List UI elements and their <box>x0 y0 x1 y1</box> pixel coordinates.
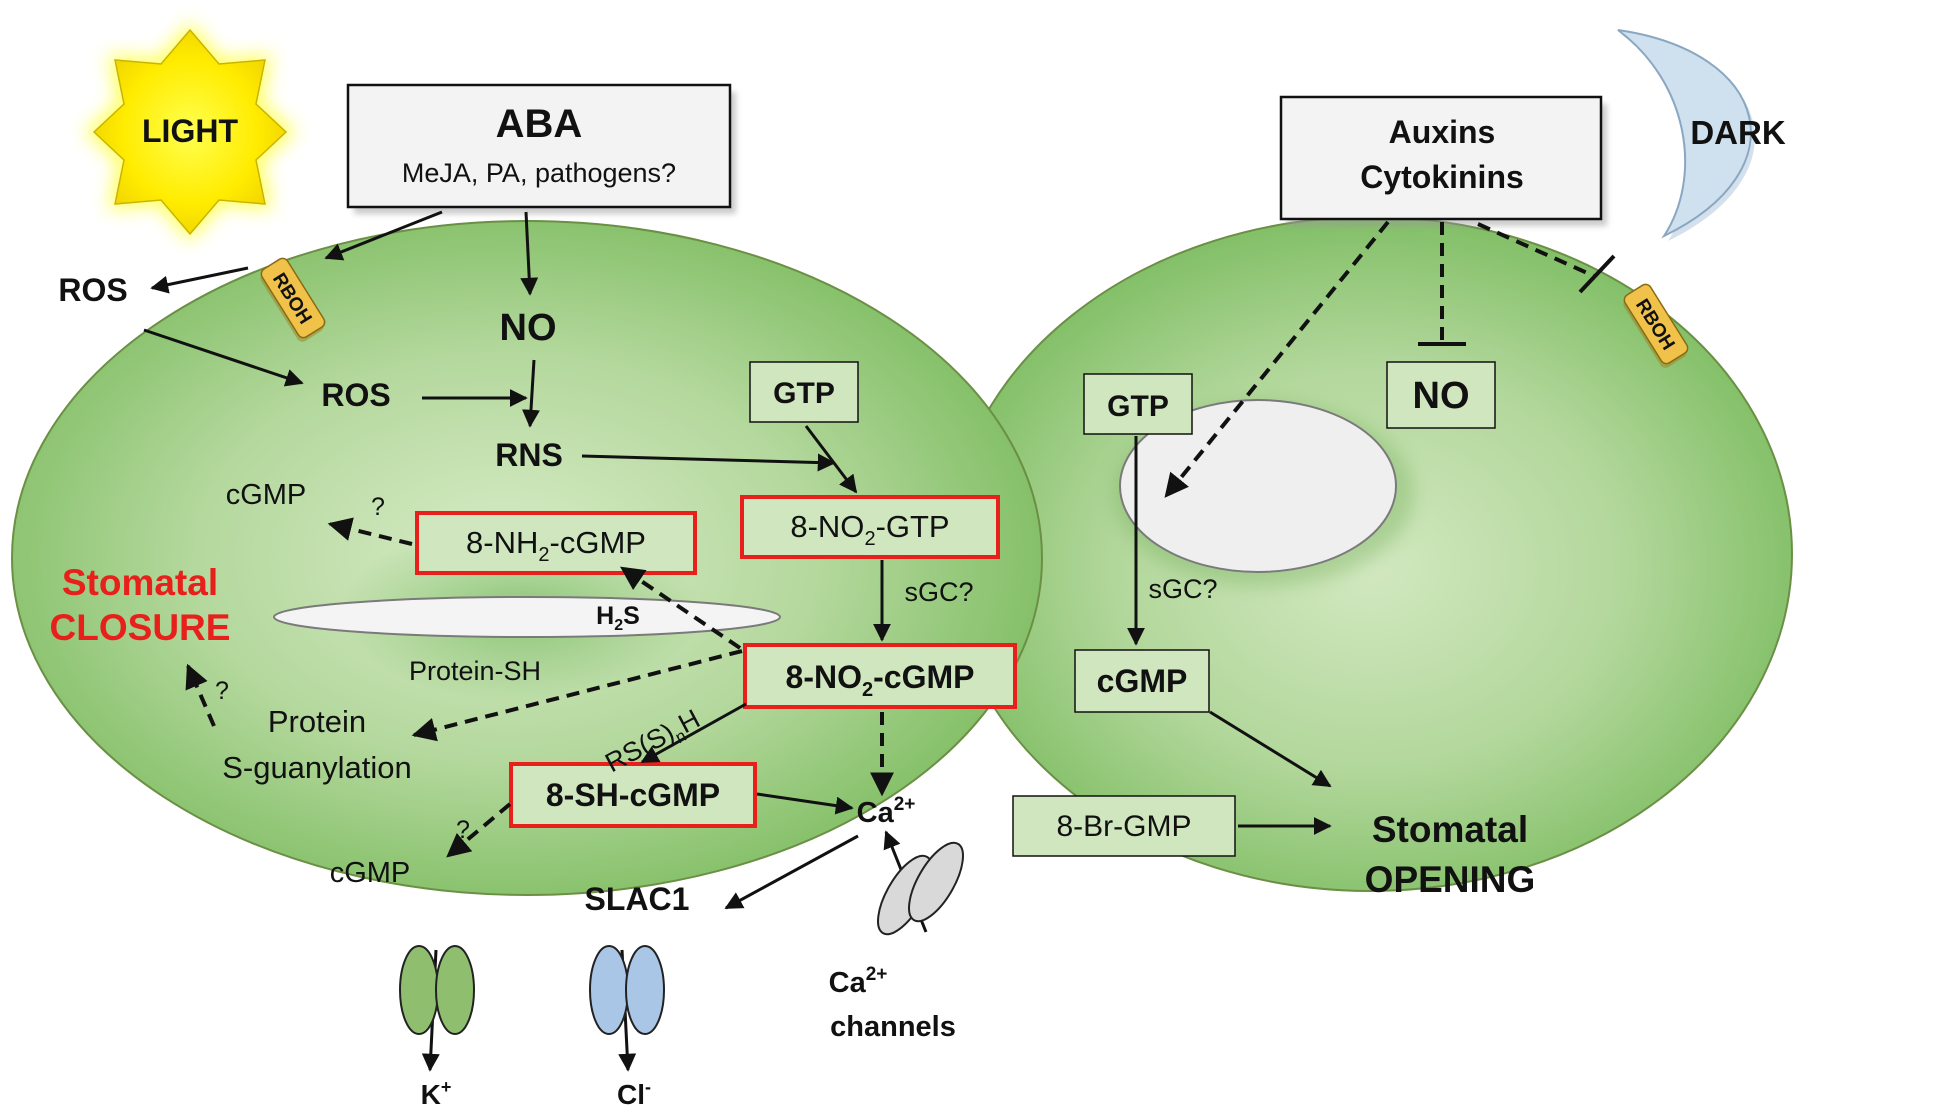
br-gmp-label: 8-Br-GMP <box>1057 810 1192 843</box>
opening-line-2: OPENING <box>1365 859 1536 900</box>
arrow-rns-to-no2gtp <box>581 453 836 472</box>
auxins-label: Auxins <box>1389 114 1496 150</box>
br-gmp-box <box>1012 795 1236 857</box>
arrow-aba-to-no <box>520 211 539 296</box>
no2-cgmp-box <box>743 643 1017 709</box>
no-left-label: NO <box>500 307 557 349</box>
cgmp-box-right <box>1074 649 1210 713</box>
sh-cgmp-box <box>509 762 757 828</box>
s-guanylation-label: S-guanylation <box>222 750 412 785</box>
no2-cgmp-label: 8-NO2-cGMP <box>786 659 975 701</box>
auxins-cytokinins-box: Auxins Cytokinins <box>1279 95 1607 226</box>
aba-title: ABA <box>496 102 583 146</box>
sgc-left-label: sGC? <box>904 577 973 607</box>
closure-line-2: CLOSURE <box>50 607 231 648</box>
arrow-cgmp-to-opening <box>1209 710 1332 788</box>
k-ion-label: K+ <box>421 1077 452 1110</box>
right-dashed-arrows <box>1164 220 1595 498</box>
cgmp-bottom-label: cGMP <box>330 857 411 889</box>
nh2-cgmp-label: 8-NH2-cGMP <box>466 525 646 566</box>
ros-outside-label: ROS <box>58 272 127 308</box>
light-star-icon: LIGHT <box>84 22 296 242</box>
aba-triggers: MeJA, PA, pathogens? <box>402 158 676 188</box>
arrow-protein-to-closure <box>185 663 216 727</box>
arrow-shcgmp-to-cgmp <box>446 802 512 858</box>
ca-channels-label-1: Ca2+ <box>829 964 888 999</box>
h2s-label: H2S <box>596 602 640 634</box>
no-right-label: NO <box>1413 375 1470 417</box>
gtp-box-left <box>749 361 859 423</box>
cgmp-top-label: cGMP <box>226 479 307 511</box>
arrow-no-to-rns <box>521 359 540 428</box>
arrow-gtp-to-no2gtp <box>804 425 858 494</box>
no2-gtp-box <box>740 495 1000 559</box>
dark-moon-icon: DARK <box>1617 29 1786 241</box>
slac1-label: SLAC1 <box>585 881 690 917</box>
cl-channel-icon <box>589 945 665 1035</box>
arrow-rssh-to-shcgmp <box>640 702 747 764</box>
question-mark-1: ? <box>371 493 385 521</box>
protein-label: Protein <box>268 704 366 739</box>
arrow-aba-to-rboh <box>324 210 443 261</box>
opening-line-1: Stomatal <box>1372 809 1528 850</box>
dark-label: DARK <box>1690 114 1785 151</box>
question-mark-2: ? <box>215 677 229 705</box>
arrow-no2cgmp-to-nh2cgmp <box>620 566 742 650</box>
stomatal-pore-left <box>273 596 781 638</box>
sh-cgmp-label: 8-SH-cGMP <box>546 777 720 813</box>
protein-sh-label: Protein-SH <box>409 656 541 686</box>
gtp-right-label: GTP <box>1107 390 1169 423</box>
arrow-ros-to-ros <box>143 328 304 387</box>
k-channel-icon <box>399 945 475 1035</box>
stomatal-pore-right <box>1119 399 1397 573</box>
rns-label: RNS <box>495 437 563 473</box>
arrow-ca-to-slac1 <box>724 834 859 910</box>
arrow-nh2cgmp-to-cgmp <box>327 517 413 546</box>
inhibition-bars <box>1418 254 1616 346</box>
rboh-left-badge: RBOH <box>260 257 326 342</box>
inhibit-auxins-to-rboh <box>1477 222 1595 278</box>
nh2-cgmp-box <box>415 511 697 575</box>
ca-channels-label-2: channels <box>830 1011 956 1043</box>
arrow-no2cgmp-to-protein <box>411 649 743 742</box>
question-mark-3: ? <box>456 816 470 844</box>
closure-line-1: Stomatal <box>62 562 218 603</box>
cl-ion-label: Cl- <box>617 1077 651 1110</box>
arrow-rboh-to-ros <box>150 266 249 294</box>
cgmp-right-label: cGMP <box>1097 663 1188 699</box>
arrow-auxins-to-cgmp <box>1164 220 1390 498</box>
cytokinins-label: Cytokinins <box>1360 159 1524 195</box>
ca-label: Ca2+ <box>857 794 916 829</box>
right-pathway-arrows <box>1127 436 1332 835</box>
left-dashed-arrows <box>185 517 894 858</box>
gtp-left-label: GTP <box>773 377 835 410</box>
light-label: LIGHT <box>142 113 238 149</box>
ros-inside-label: ROS <box>321 377 390 413</box>
inhibit-bar-rboh <box>1578 254 1616 294</box>
aba-box: ABA MeJA, PA, pathogens? <box>346 83 736 214</box>
sgc-right-label: sGC? <box>1148 574 1217 604</box>
ca-channel-icon <box>877 841 964 936</box>
no2-gtp-label: 8-NO2-GTP <box>790 509 949 550</box>
gtp-box-right <box>1083 373 1193 435</box>
arrow-shcgmp-to-ca <box>756 792 854 815</box>
no-box-right <box>1386 361 1496 429</box>
